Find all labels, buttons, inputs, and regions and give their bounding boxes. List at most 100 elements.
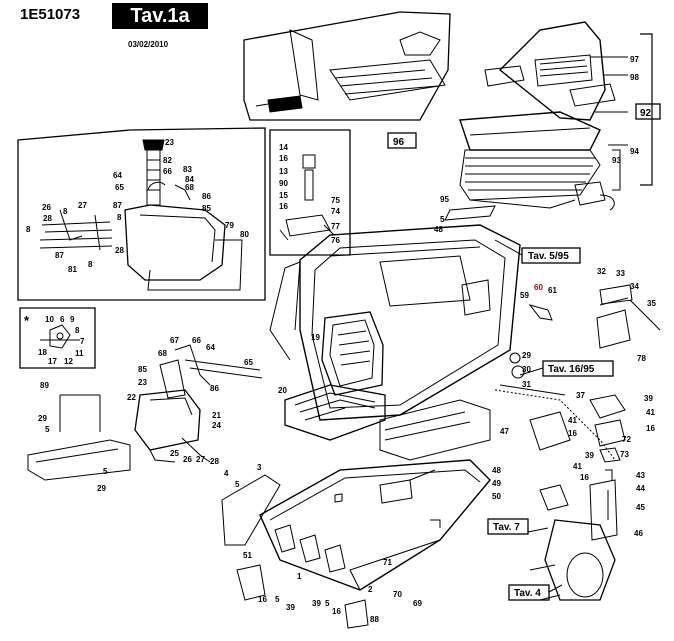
callout-88: 88 — [370, 615, 379, 624]
callout-50: 50 — [492, 492, 501, 501]
callout-47: 47 — [500, 427, 509, 436]
callout-93: 93 — [612, 156, 621, 165]
callout-73: 73 — [620, 450, 629, 459]
callout-45: 45 — [636, 503, 645, 512]
callout-80: 80 — [240, 230, 249, 239]
table-badge: Tav.1a — [112, 3, 208, 29]
callout-16c: 16 — [258, 595, 267, 604]
document-code: 1E51073 — [20, 6, 81, 23]
callout-95: 95 — [440, 195, 449, 204]
callout-41b: 41 — [568, 416, 577, 425]
callout-28c: 28 — [210, 457, 219, 466]
callout-39: 39 — [286, 603, 295, 612]
callout-6: 6 — [60, 315, 65, 324]
callout-82: 82 — [163, 156, 172, 165]
callout-10: 10 — [45, 315, 54, 324]
callout-27b: 27 — [196, 455, 205, 464]
oil-tank-assembly — [134, 344, 263, 463]
callout-28b: 28 — [115, 246, 124, 255]
callout-30: 30 — [522, 365, 531, 374]
callout-64b: 64 — [206, 343, 215, 352]
callout-34: 34 — [630, 282, 639, 291]
callout-74: 74 — [331, 207, 340, 216]
callout-41c: 41 — [573, 462, 582, 471]
right-side-parts — [529, 394, 626, 601]
callout-1: 1 — [297, 572, 302, 581]
callout-7: 7 — [80, 337, 85, 346]
callout-92: 92 — [640, 108, 652, 119]
callout-44: 44 — [636, 484, 645, 493]
callout-5e: 5 — [275, 595, 280, 604]
callout-96: 96 — [393, 137, 405, 148]
callout-39d: 39 — [585, 451, 594, 460]
ref-box-tav-7 — [487, 518, 529, 535]
callout-5: 5 — [440, 215, 445, 224]
callout-64: 64 — [113, 171, 122, 180]
callout-25: 25 — [170, 449, 179, 458]
callout-8b: 8 — [117, 213, 122, 222]
callout-48: 48 — [434, 225, 443, 234]
callout-98: 98 — [630, 73, 639, 82]
callout-79: 79 — [225, 221, 234, 230]
callout-77: 77 — [331, 222, 340, 231]
ref-tav-5-95: Tav. 5/95 — [528, 251, 569, 262]
callout-27: 27 — [78, 201, 87, 210]
floor-plate — [379, 399, 491, 461]
callout-65b: 65 — [244, 358, 253, 367]
callout-69: 69 — [413, 599, 422, 608]
seat-assembly — [243, 11, 653, 211]
callout-16e: 16 — [646, 424, 655, 433]
callout-89: 89 — [40, 381, 49, 390]
callout-33: 33 — [616, 269, 625, 278]
callout-65: 65 — [115, 183, 124, 192]
callout-83: 83 — [183, 165, 192, 174]
callout-46: 46 — [634, 529, 643, 538]
callout-97: 97 — [630, 55, 639, 64]
pedal-parts — [236, 564, 369, 629]
callout-51: 51 — [243, 551, 252, 560]
callout-20: 20 — [278, 386, 287, 395]
fuel-tank-assembly — [39, 139, 243, 291]
mounting-plate — [444, 205, 496, 221]
callout-5d: 5 — [235, 480, 240, 489]
chassis-base — [259, 459, 491, 591]
callout-61: 61 — [548, 286, 557, 295]
callout-16g: 16 — [580, 473, 589, 482]
callout-21: 21 — [212, 411, 221, 420]
callout-70: 70 — [393, 590, 402, 599]
callout-67: 67 — [170, 336, 179, 345]
ref-box-tav-4 — [508, 584, 550, 601]
variant-bracket — [40, 324, 80, 349]
callout-49: 49 — [492, 479, 501, 488]
callout-39b: 39 — [312, 599, 321, 608]
callout-37: 37 — [576, 391, 585, 400]
callout-43: 43 — [636, 471, 645, 480]
callout-8e: 8 — [75, 326, 80, 335]
callout-8d: 8 — [88, 260, 93, 269]
callout-39c: 39 — [644, 394, 653, 403]
callout-16f: 16 — [568, 429, 577, 438]
callout-16d: 16 — [332, 607, 341, 616]
callout-86: 86 — [202, 192, 211, 201]
step-bracket — [27, 394, 131, 481]
callout-5c: 5 — [103, 467, 108, 476]
callout-60: 60 — [534, 283, 543, 292]
callout-85b: 85 — [138, 365, 147, 374]
callout-76: 76 — [331, 236, 340, 245]
side-panel — [221, 474, 281, 546]
callout-41: 41 — [646, 408, 655, 417]
callout-29b: 29 — [97, 484, 106, 493]
callout-18: 18 — [38, 348, 47, 357]
callout-35: 35 — [647, 299, 656, 308]
ref-tav-4: Tav. 4 — [514, 588, 541, 599]
callout-66: 66 — [163, 167, 172, 176]
variant-detail-frame — [19, 307, 96, 369]
callout-29: 29 — [38, 414, 47, 423]
callout-68b: 68 — [158, 349, 167, 358]
callout-13: 13 — [279, 167, 288, 176]
callout-48b: 48 — [492, 466, 501, 475]
callout-15: 15 — [279, 191, 288, 200]
callout-17: 17 — [48, 357, 57, 366]
